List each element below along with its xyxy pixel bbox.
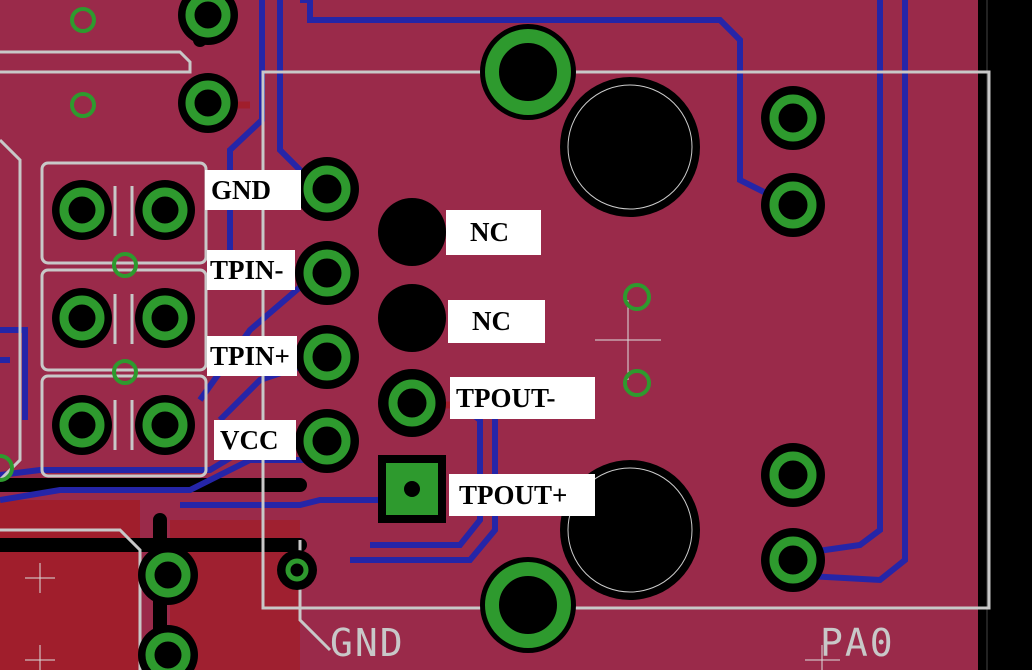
pin-label-nc-1: NC: [446, 210, 541, 255]
pin-label-tpout-plus: TPOUT+: [449, 474, 595, 516]
silkscreen-pa0: PA0: [820, 621, 895, 665]
top-copper-area: [0, 500, 140, 670]
pin-label-gnd: GND: [205, 170, 301, 210]
pin-label-tpin-minus: TPIN-: [207, 250, 295, 290]
through-hole-pads: [0, 0, 825, 670]
pin-label-nc-2: NC: [448, 300, 545, 343]
mounting-holes: [560, 77, 700, 600]
board-edge: [978, 0, 986, 670]
pin-label-tpout-minus: TPOUT-: [450, 377, 595, 419]
pin-label-vcc: VCC: [214, 420, 296, 460]
pin-label-tpin-plus: TPIN+: [207, 336, 297, 376]
silkscreen-gnd: GND: [330, 621, 405, 665]
